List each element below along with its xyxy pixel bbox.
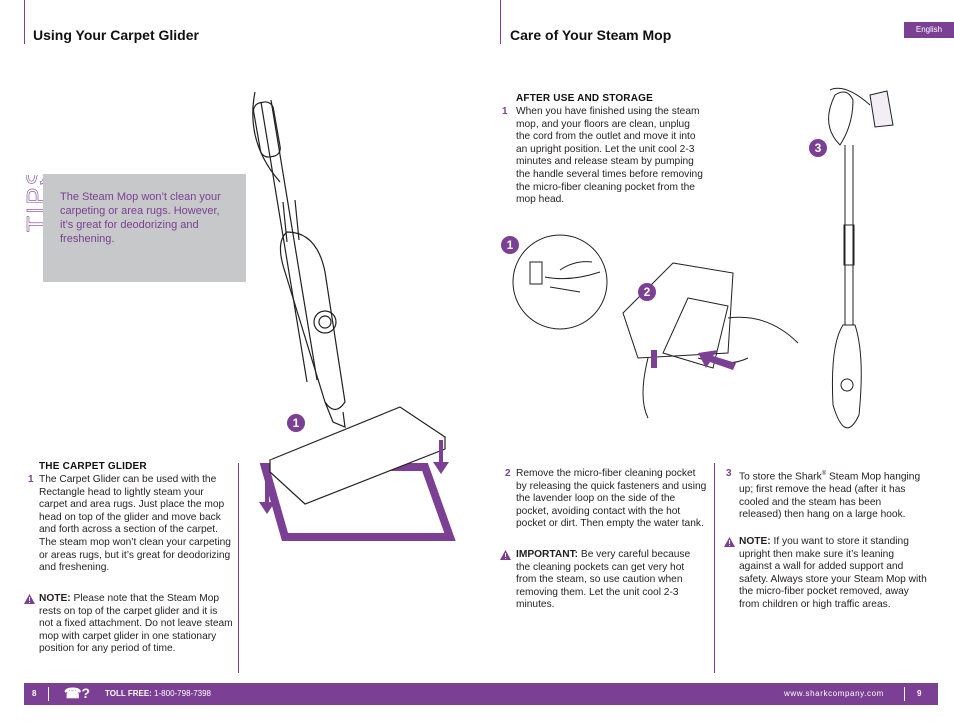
left-step-1-number: 1 [28, 474, 34, 485]
tip-text: The Steam Mop won’t clean your carpeting… [60, 191, 221, 245]
important-label: IMPORTANT: [516, 549, 579, 560]
language-tab[interactable]: English [904, 22, 954, 38]
right-step-1-text: When you have finished using the steam m… [516, 106, 703, 206]
step-1-badge: 1 [501, 236, 519, 254]
warning-icon [500, 550, 511, 560]
toll-free: TOLL FREE: 1-800-798-7398 [105, 689, 211, 698]
step-3-text-a: To store the Shark [739, 471, 822, 483]
footer-bar: 8 ☎? TOLL FREE: 1-800-798-7398 www.shark… [24, 683, 938, 705]
carpet-glider-illustration [252, 91, 456, 541]
page-number-left: 8 [32, 689, 37, 698]
website-link[interactable]: www.sharkcompany.com [784, 689, 884, 698]
important-note: IMPORTANT: Be very careful because the c… [516, 549, 706, 612]
right-header-rule [500, 0, 501, 44]
left-column-rule [238, 463, 239, 673]
left-note: NOTE: Please note that the Steam Mop res… [39, 593, 234, 656]
warning-icon [24, 594, 35, 604]
right-note-text: If you want to store it standing upright… [739, 536, 927, 610]
right-step-2-number: 2 [505, 468, 511, 479]
registered-mark: ® [821, 471, 827, 477]
right-page-title: Care of Your Steam Mop [510, 27, 672, 43]
right-step-3-number: 3 [726, 468, 732, 479]
right-step-3-text: To store the Shark® Steam Mop hanging up… [739, 468, 924, 522]
toll-free-number: 1-800-798-7398 [151, 689, 211, 698]
left-step-1-text: The Carpet Glider can be used with the R… [39, 474, 231, 574]
right-column-rule [714, 463, 715, 673]
left-header-rule [24, 0, 25, 44]
left-note-label: NOTE: [39, 593, 71, 604]
page-number-right: 9 [917, 689, 922, 698]
unplug-illustration [512, 234, 608, 330]
tip-box: The Steam Mop won’t clean your carpeting… [43, 174, 246, 282]
right-note-label: NOTE: [739, 536, 771, 547]
hanging-mop-illustration [828, 87, 894, 429]
toll-free-label: TOLL FREE: [105, 689, 152, 698]
footer-divider-right [904, 687, 905, 701]
important-text: Be very careful because the cleaning poc… [516, 549, 691, 611]
step-3-badge: 3 [809, 139, 827, 157]
phone-icon: ☎? [64, 685, 90, 701]
warning-icon [724, 537, 735, 547]
after-use-heading: AFTER USE AND STORAGE [516, 93, 653, 104]
footer-divider-left [48, 687, 49, 701]
right-step-2-text: Remove the micro-fiber cleaning pocket b… [516, 468, 707, 530]
right-note: NOTE: If you want to store it standing u… [739, 536, 929, 612]
left-page-title: Using Your Carpet Glider [33, 27, 199, 43]
left-note-text: Please note that the Steam Mop rests on … [39, 593, 233, 655]
step-3-text-b: Steam Mop hanging up; first remove the h… [739, 471, 921, 521]
carpet-glider-heading: THE CARPET GLIDER [39, 461, 147, 472]
step-2-badge: 2 [638, 283, 656, 301]
right-step-1-number: 1 [502, 106, 508, 117]
left-illustration-badge: 1 [287, 414, 305, 432]
